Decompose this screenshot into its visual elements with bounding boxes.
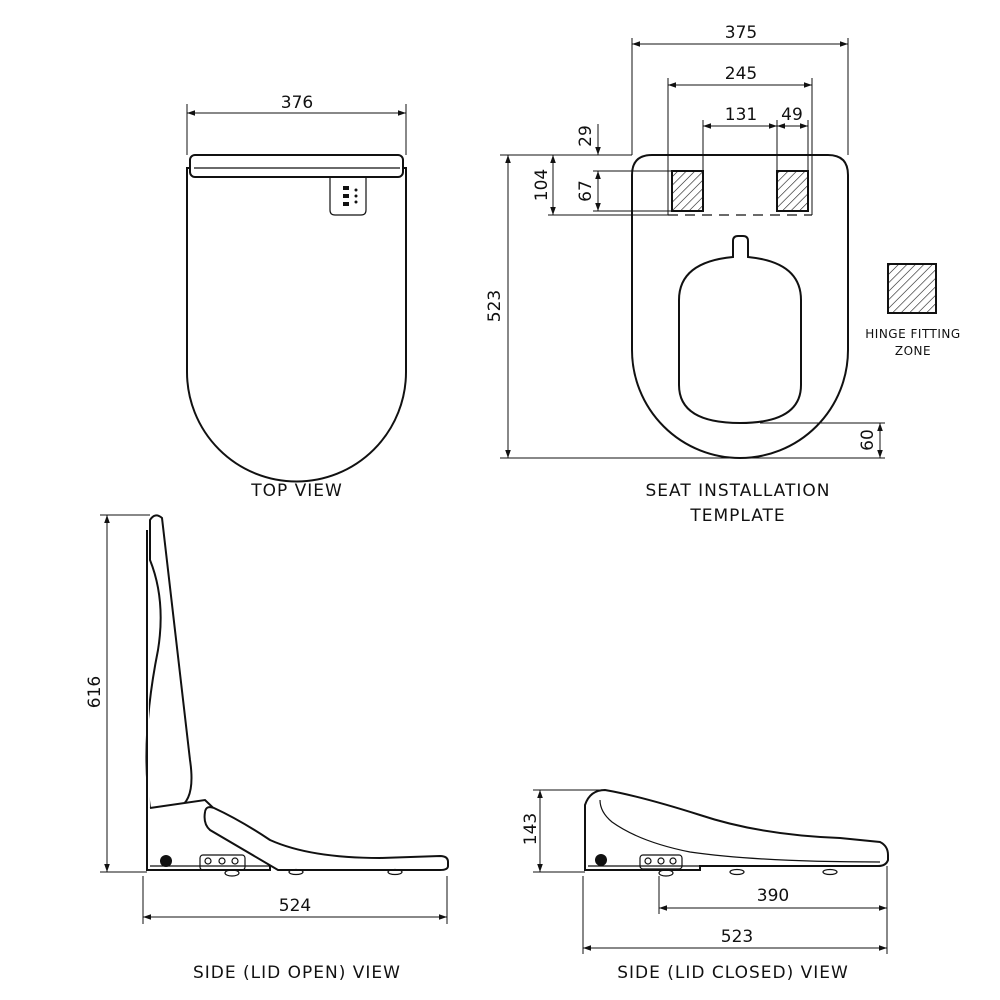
- connector-panel: [199, 854, 246, 871]
- control-buttons-icon: [343, 186, 358, 206]
- open-lid: [145, 514, 193, 812]
- hinge-cover: [189, 154, 404, 178]
- side-open-label: SIDE (LID OPEN) VIEW: [193, 963, 401, 983]
- power-port-icon: [160, 855, 172, 867]
- legend-line1: HINGE FITTING: [865, 327, 960, 341]
- side-closed-label: SIDE (LID CLOSED) VIEW: [617, 963, 849, 983]
- hinge-inner-dim: 131: [725, 105, 757, 125]
- side-closed-view: 143 390 523 SIDE (LID CLOSED) VIEW: [521, 788, 889, 983]
- top-view: 376 TOP VIEW: [186, 93, 407, 501]
- seat-template: 375 245 131 49 29 104 67 523 60 HINGE FI…: [485, 23, 960, 526]
- template-label-1: SEAT INSTALLATION: [646, 481, 831, 501]
- bottom-offset-dim: 60: [858, 429, 878, 451]
- closed-seat-dim: 390: [757, 886, 789, 906]
- template-label-2: TEMPLATE: [689, 506, 785, 526]
- hinge-zone-right: [776, 170, 809, 212]
- template-length-dim: 523: [485, 290, 505, 322]
- hinge-depth-dim: 67: [576, 180, 596, 202]
- closed-length-dim: 523: [721, 927, 753, 947]
- template-width-dim: 375: [725, 23, 757, 43]
- side-open-view: 616 524 SIDE (LID OPEN) VIEW: [85, 514, 449, 983]
- closed-connector-panel: [639, 854, 683, 870]
- open-height-dim: 616: [85, 676, 105, 708]
- control-panel: [329, 177, 367, 216]
- legend-line2: ZONE: [895, 344, 931, 358]
- open-length-dim: 524: [279, 896, 311, 916]
- hinge-legend-swatch: [887, 263, 937, 314]
- seat-outline: [186, 167, 407, 483]
- closed-power-port-icon: [595, 854, 607, 866]
- zone-depth-dim: 104: [532, 169, 552, 201]
- closed-height-dim: 143: [521, 813, 541, 845]
- closed-seat-lid: [584, 788, 889, 871]
- seat-opening: [678, 235, 802, 425]
- top-view-label: TOP VIEW: [250, 481, 343, 501]
- open-seat: [203, 806, 449, 871]
- hinge-width-dim: 49: [781, 105, 803, 125]
- hinge-outer-dim: 245: [725, 64, 757, 84]
- offset-top-dim: 29: [576, 125, 596, 147]
- top-width-dim: 376: [281, 93, 313, 113]
- hinge-zone-left: [671, 170, 704, 212]
